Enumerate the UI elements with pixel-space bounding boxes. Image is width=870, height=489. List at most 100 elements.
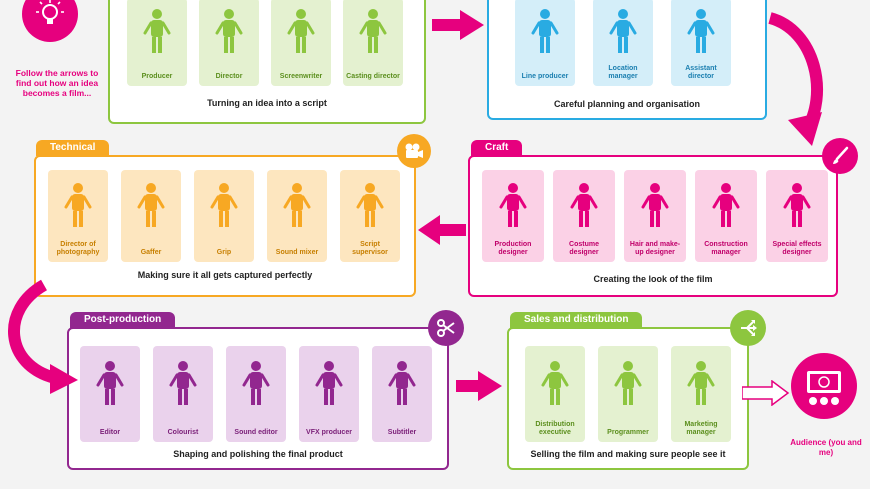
role-figure-icon (127, 0, 187, 63)
role-card-hair-and-make-up-designer: Hair and make-up designer (624, 170, 686, 262)
audience-badge (791, 353, 857, 419)
role-figure-icon (340, 170, 400, 239)
role-label: Director of photography (56, 241, 100, 256)
role-label: Director (215, 73, 243, 80)
role-card-script-supervisor: Script supervisor (340, 170, 400, 262)
role-figure-icon (593, 0, 653, 63)
role-label: Editor (99, 429, 121, 436)
role-card-gaffer: Gaffer (121, 170, 181, 262)
role-card-director-of-photography: Director of photography (48, 170, 108, 262)
sales-caption: Selling the film and making sure people … (530, 449, 726, 459)
lightbulb-badge (22, 0, 78, 42)
tab-technical: Technical (36, 140, 110, 156)
role-figure-icon (271, 0, 331, 63)
role-label: Screenwriter (279, 73, 323, 80)
role-label: Assistant director (685, 65, 717, 80)
audience-label: Audience (you and me) (790, 438, 862, 457)
role-card-assistant-director: Assistant director (671, 0, 731, 86)
role-figure-icon (80, 346, 140, 419)
role-label: Programmer (607, 429, 649, 436)
technical-icon-badge (397, 134, 431, 168)
role-card-line-producer: Line producer (515, 0, 575, 86)
arrow-post-to-sales (456, 371, 502, 401)
role-label: VFX producer (306, 429, 352, 436)
role-card-distribution-executive: Distribution executive (525, 346, 585, 442)
paintbrush-icon (833, 146, 849, 164)
role-figure-icon (153, 346, 213, 419)
audience-arrow (741, 379, 790, 411)
scissors-icon (437, 319, 455, 337)
role-label: Colourist (167, 429, 199, 436)
role-label: Producer (141, 73, 173, 80)
role-label: Script supervisor (352, 241, 388, 256)
lightbulb-icon (36, 0, 64, 24)
role-card-screenwriter: Screenwriter (271, 0, 331, 86)
role-figure-icon (372, 346, 432, 419)
role-card-production-designer: Production designer (482, 170, 544, 262)
role-label: Special effects designer (772, 241, 822, 256)
role-figure-icon (695, 170, 757, 239)
role-label: Distribution executive (535, 421, 575, 436)
role-figure-icon (624, 170, 686, 239)
post-production-caption: Shaping and polishing the final product (173, 449, 343, 459)
role-figure-icon (199, 0, 259, 63)
arrow-preproduction-to-craft (768, 12, 824, 146)
tab-craft: Craft (471, 140, 523, 156)
role-card-special-effects-designer: Special effects designer (766, 170, 828, 262)
role-label: Costume designer (569, 241, 599, 256)
role-figure-icon (343, 0, 403, 63)
craft-icon-badge (822, 138, 858, 174)
role-card-construction-manager: Construction manager (695, 170, 757, 262)
role-figure-icon (299, 346, 359, 419)
role-figure-icon (515, 0, 575, 63)
role-figure-icon (553, 170, 615, 239)
role-figure-icon (226, 346, 286, 419)
role-figure-icon (525, 346, 585, 419)
role-card-location-manager: Location manager (593, 0, 653, 86)
arrow-craft-to-technical (418, 215, 466, 245)
role-card-vfx-producer: VFX producer (299, 346, 359, 442)
role-figure-icon (671, 0, 731, 63)
role-label: Line producer (521, 73, 569, 80)
role-label: Gaffer (140, 249, 162, 256)
role-card-sound-mixer: Sound mixer (267, 170, 327, 262)
role-figure-icon (121, 170, 181, 239)
role-card-director: Director (199, 0, 259, 86)
role-figure-icon (267, 170, 327, 239)
arrow-dev-to-preproduction (432, 10, 484, 40)
cinema-screen-icon (807, 371, 841, 405)
sales-icon-badge (730, 310, 766, 346)
pre-production-caption: Careful planning and organisation (553, 99, 700, 109)
role-label: Subtitler (387, 429, 417, 436)
role-card-programmer: Programmer (598, 346, 658, 442)
share-icon (741, 320, 757, 336)
craft-caption: Creating the look of the film (593, 274, 713, 284)
role-label: Grip (216, 249, 232, 256)
post-production-icon-badge (428, 310, 464, 346)
role-card-producer: Producer (127, 0, 187, 86)
role-label: Construction manager (704, 241, 748, 256)
role-figure-icon (766, 170, 828, 239)
role-label: Marketing manager (684, 421, 718, 436)
tab-post-production: Post-production (70, 312, 176, 328)
development-caption: Turning an idea into a script (207, 98, 327, 108)
role-card-marketing-manager: Marketing manager (671, 346, 731, 442)
role-label: Casting director (346, 73, 400, 80)
role-label: Sound editor (234, 429, 278, 436)
role-label: Sound mixer (275, 249, 319, 256)
role-card-sound-editor: Sound editor (226, 346, 286, 442)
role-figure-icon (482, 170, 544, 239)
role-figure-icon (194, 170, 254, 239)
role-card-subtitler: Subtitler (372, 346, 432, 442)
technical-caption: Making sure it all gets captured perfect… (137, 270, 313, 280)
role-label: Location manager (608, 65, 638, 80)
role-card-casting-director: Casting director (343, 0, 403, 86)
role-label: Production designer (494, 241, 532, 256)
role-figure-icon (671, 346, 731, 419)
role-card-colourist: Colourist (153, 346, 213, 442)
role-label: Hair and make-up designer (629, 241, 681, 256)
role-card-editor: Editor (80, 346, 140, 442)
intro-text: Follow the arrows to find out how an ide… (15, 68, 99, 98)
film-camera-icon (405, 143, 423, 158)
role-card-costume-designer: Costume designer (553, 170, 615, 262)
